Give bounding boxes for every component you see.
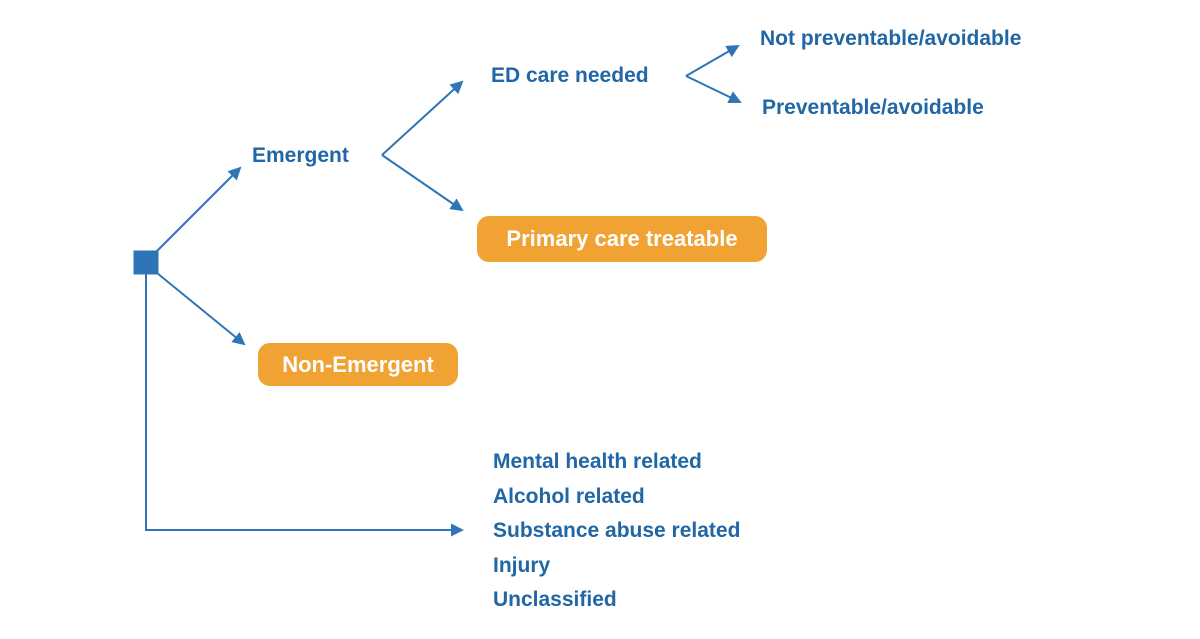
node-non-emergent: Non-Emergent	[258, 343, 458, 386]
arrow-ed-care-to-preventable	[685, 75, 742, 104]
arrow-root-to-emergent	[155, 166, 242, 253]
node-preventable-avoidable: Preventable/avoidable	[762, 96, 984, 119]
category-item-injury: Injury	[493, 553, 551, 577]
node-not-preventable-avoidable: Not preventable/avoidable	[760, 27, 1022, 50]
arrow-root-to-categories	[145, 274, 464, 537]
arrow-ed-care-to-not-preventable	[685, 45, 740, 77]
category-list: Mental health related Alcohol related Su…	[493, 445, 740, 618]
category-item-unclassified: Unclassified	[493, 588, 617, 612]
category-item-alcohol: Alcohol related	[493, 484, 645, 508]
category-item-substance-abuse: Substance abuse related	[493, 519, 741, 543]
node-primary-care-treatable: Primary care treatable	[477, 216, 767, 262]
node-primary-care-treatable-label: Primary care treatable	[506, 226, 738, 251]
category-item-mental-health: Mental health related	[493, 450, 702, 473]
node-emergent: Emergent	[252, 144, 349, 167]
node-ed-care-needed: ED care needed	[491, 64, 649, 87]
arrow-emergent-to-ed-care-needed	[381, 80, 464, 156]
node-non-emergent-label: Non-Emergent	[282, 351, 434, 377]
arrow-root-to-non-emergent	[156, 272, 246, 346]
root-node-square	[133, 250, 159, 275]
arrow-emergent-to-primary-care-treatable	[381, 154, 464, 212]
